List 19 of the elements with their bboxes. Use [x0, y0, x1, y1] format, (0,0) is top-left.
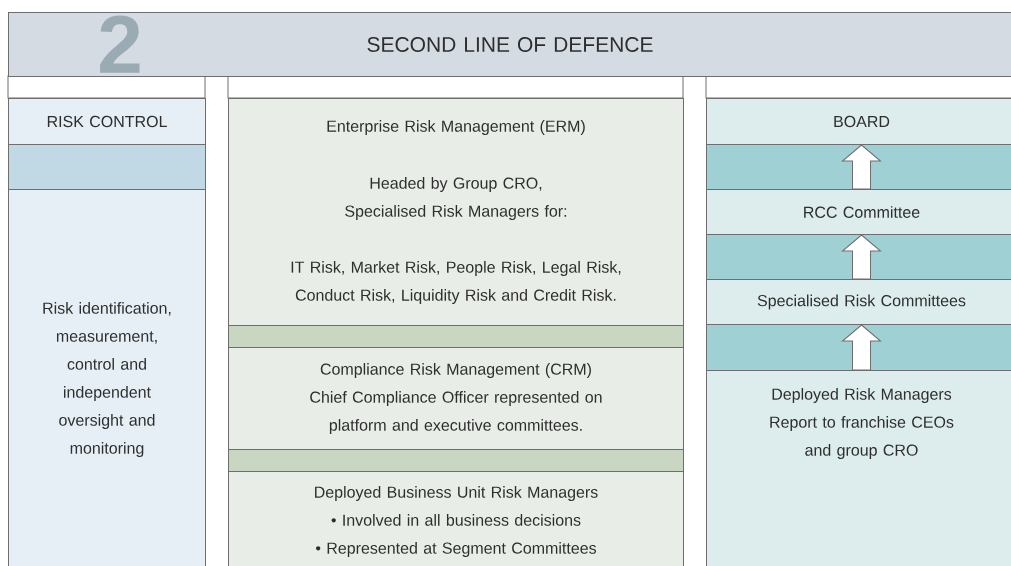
text-panel: Enterprise Risk Management (ERM) Headed by Group CRO, Specialised Risk Managers for: IT Risk, Market Risk, People Risk, Legal Risk, Conduct Risk, Liquidity Risk and Credit Risk.: [228, 98, 684, 326]
divider-band: [706, 324, 1011, 371]
big-numeral: 2: [100, 15, 140, 73]
text-panel: Deployed Risk Managers Report to franchise CEOs and group CRO: [706, 370, 1011, 566]
column-heading: RISK CONTROL: [8, 98, 206, 145]
divider-band: [706, 144, 1011, 190]
divider-band: [8, 144, 206, 190]
block-arrow: [842, 144, 881, 190]
text-panel: Compliance Risk Management (CRM) Chief Compliance Officer represented on platform and executive committees.: [228, 347, 684, 450]
committee-box: Specialised Risk Committees: [706, 279, 1011, 325]
divider-band: [706, 234, 1011, 280]
divider-band: [228, 325, 684, 348]
column-heading: BOARD: [706, 98, 1011, 145]
text-panel: Risk identification, measurement, control and independent oversight and monitoring: [8, 189, 206, 566]
block-arrow: [842, 234, 881, 280]
committee-box: RCC Committee: [706, 189, 1011, 235]
divider-band: [228, 449, 684, 472]
block-arrow: [842, 324, 881, 371]
text-panel: Deployed Business Unit Risk Managers • Involved in all business decisions • Represented at Segment Committees: [228, 471, 684, 566]
